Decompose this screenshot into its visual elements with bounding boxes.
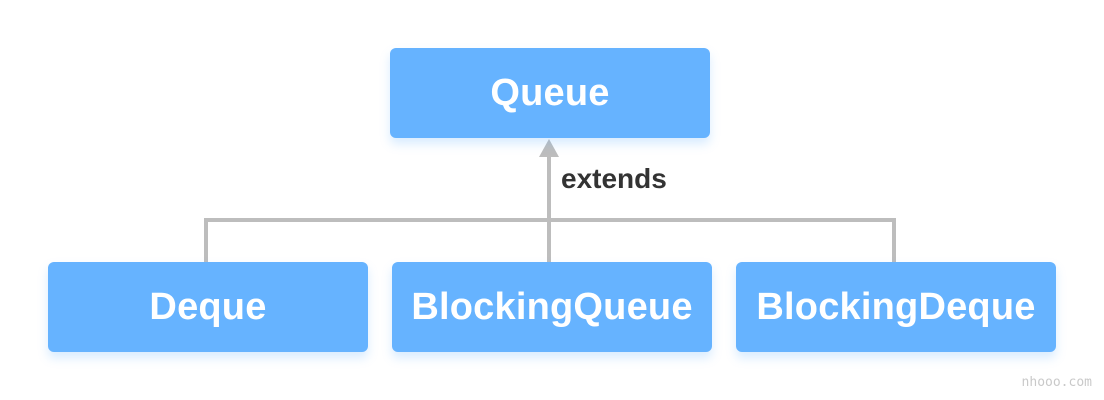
node-label: BlockingQueue bbox=[411, 285, 693, 328]
node-blockingqueue: BlockingQueue bbox=[392, 262, 712, 352]
edge-label-extends: extends bbox=[561, 163, 667, 194]
node-blockingdeque: BlockingDeque bbox=[736, 262, 1056, 352]
node-label: BlockingDeque bbox=[756, 285, 1036, 328]
watermark: nhooo.com bbox=[1021, 375, 1092, 390]
node-label: Deque bbox=[149, 285, 267, 328]
arrowhead-icon bbox=[539, 139, 559, 157]
node-label: Queue bbox=[490, 71, 610, 114]
node-deque: Deque bbox=[48, 262, 368, 352]
node-queue: Queue bbox=[390, 48, 710, 138]
